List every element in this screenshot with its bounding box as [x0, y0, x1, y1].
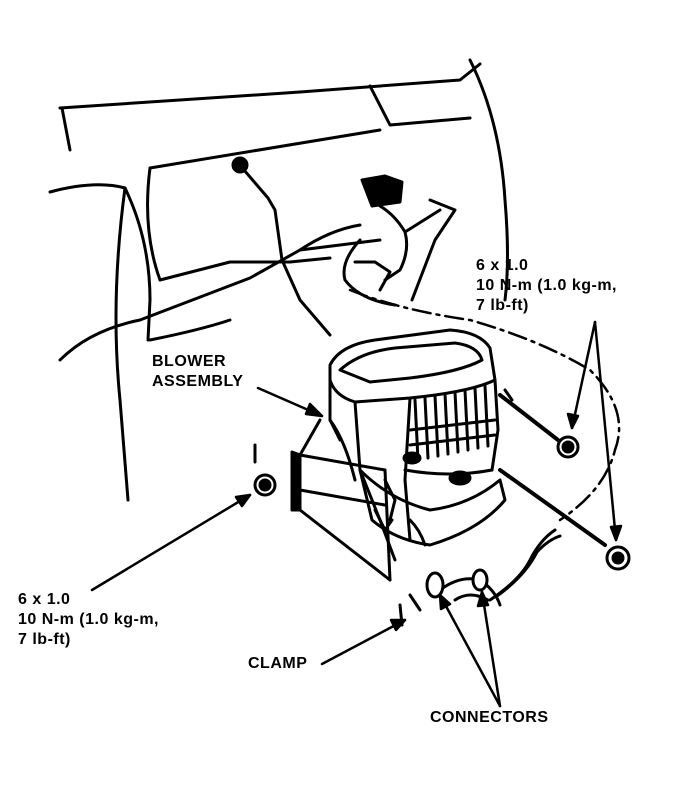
dashboard-outline [48, 58, 509, 502]
bolt-spec-left-torque: 10 N-m (1.0 kg-m, [18, 611, 159, 628]
bolt-spec-left-size: 6 x 1.0 [18, 591, 71, 608]
bolt-spec-left-lbft: 7 lb-ft) [18, 631, 71, 648]
bolt-right-lower [498, 468, 631, 571]
wire-harness [398, 528, 562, 627]
bolt-spec-right-size: 6 x 1.0 [476, 257, 529, 274]
tray-frame [290, 418, 392, 582]
bolt-right-upper [498, 388, 580, 459]
blower-assembly-label-line1: BLOWER [152, 353, 227, 370]
upper-screw [231, 156, 332, 337]
mount-bracket [342, 174, 457, 307]
bolt-spec-right-label: 6 x 1.0 10 N-m (1.0 kg-m, 7 lb-ft) [476, 256, 617, 316]
bolt-spec-right-lbft: 7 lb-ft) [476, 297, 529, 314]
leader-lines [90, 320, 623, 708]
motor-base [358, 451, 507, 547]
clamp-label: CLAMP [248, 655, 308, 672]
bolt-spec-left-label: 6 x 1.0 10 N-m (1.0 kg-m, 7 lb-ft) [18, 590, 159, 650]
connectors-label: CONNECTORS [430, 709, 549, 726]
bolt-spec-right-torque: 10 N-m (1.0 kg-m, [476, 277, 617, 294]
blower-housing [328, 328, 500, 562]
bolt-left [253, 443, 277, 497]
blower-assembly-label-line2: ASSEMBLY [152, 373, 244, 390]
blower-assembly-label: BLOWER ASSEMBLY [152, 352, 243, 392]
